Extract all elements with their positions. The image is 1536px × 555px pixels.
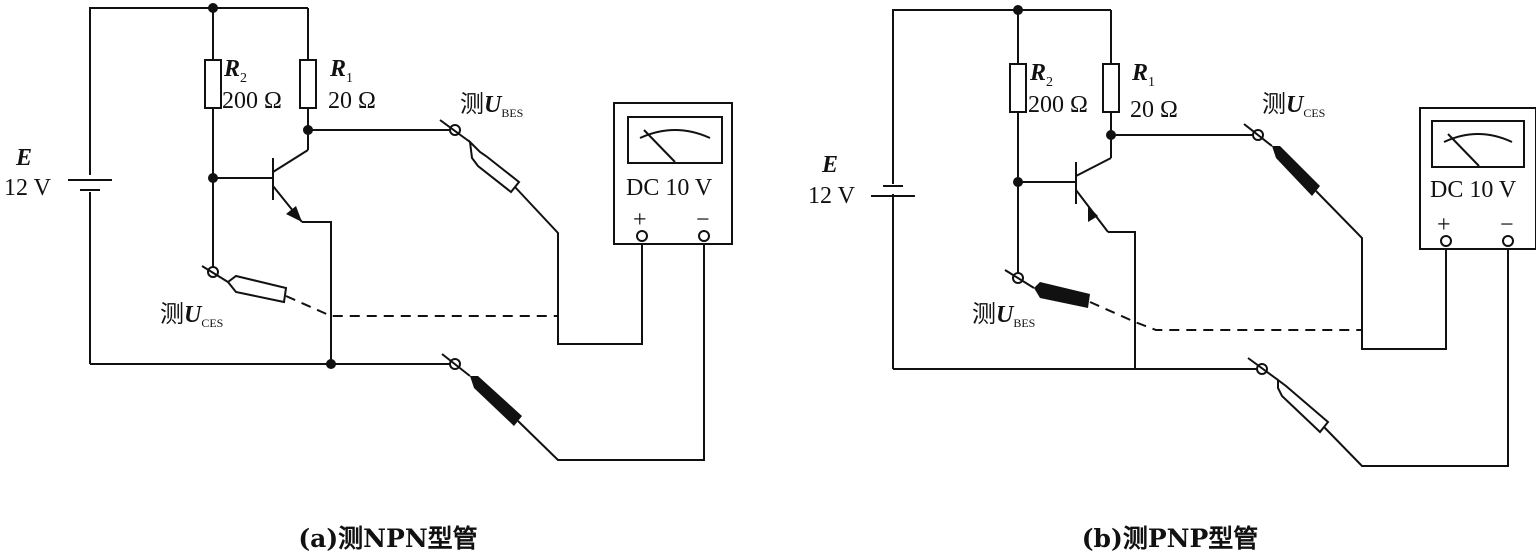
- voltmeter-needle: [1447, 133, 1480, 167]
- probe-top-label: 测UCES: [1262, 91, 1325, 120]
- source-label: E: [15, 145, 32, 171]
- voltmeter-dial: [627, 116, 723, 164]
- probe-needle: [1247, 357, 1279, 381]
- probe-lead: [514, 186, 643, 345]
- meter-terminal-plus: [636, 230, 648, 242]
- r2-value-label: 200 Ω: [222, 88, 282, 114]
- probe-lead-dashed: [1089, 301, 1362, 331]
- panel-b-pnp: E 12 V R2 200 Ω R1 20 Ω DC 10 V + − 测UCE…: [808, 5, 1536, 553]
- r1-name-label: R1: [1131, 60, 1155, 90]
- probe-body-black: [470, 376, 522, 426]
- wire-emitter-out: [1108, 231, 1136, 369]
- junction: [1013, 177, 1023, 187]
- probe-needle: [1004, 269, 1035, 289]
- junction: [1013, 5, 1023, 15]
- meter-terminal-plus: [1440, 235, 1452, 247]
- meter-range-label: DC 10 V: [626, 175, 713, 201]
- probe-needle: [439, 119, 471, 143]
- meter-range-label: DC 10 V: [1430, 177, 1517, 203]
- meter-plus-label: +: [633, 207, 647, 233]
- probe-bottom-label: 测UBES: [972, 301, 1035, 330]
- junction: [208, 173, 218, 183]
- meter-terminal-minus: [1502, 235, 1514, 247]
- voltmeter-scale-arc: [1443, 133, 1513, 143]
- probe-lead: [517, 236, 705, 461]
- panel-a-npn: E 12 V R2 200 Ω R1 20 Ω DC 10 V + − 测UBE…: [4, 3, 733, 553]
- source-label: E: [821, 152, 838, 178]
- probe-lead-dashed: [285, 295, 558, 317]
- r1-name-label: R1: [329, 56, 353, 86]
- probe-needle: [441, 353, 471, 377]
- source-value: 12 V: [808, 183, 856, 209]
- resistor-r1: [299, 59, 317, 109]
- resistor-r2: [1009, 63, 1027, 113]
- meter-plus-label: +: [1437, 212, 1451, 238]
- meter-minus-label: −: [696, 207, 710, 233]
- transistor-collector: [272, 149, 309, 173]
- junction: [326, 359, 336, 369]
- meter-terminal-minus: [698, 230, 710, 242]
- wire-emitter-out: [302, 221, 332, 364]
- probe-top-label: 测UBES: [460, 91, 523, 120]
- wire-top-rail: [892, 9, 1111, 184]
- probe-lead: [1323, 241, 1509, 467]
- r1-value-label: 20 Ω: [1130, 97, 1178, 123]
- wire-top-rail: [89, 7, 308, 175]
- voltmeter-dial: [1431, 120, 1525, 168]
- probe-bottom-label: 测UCES: [160, 301, 223, 330]
- probe-lead: [1315, 190, 1447, 350]
- probe-body-white: [226, 274, 288, 304]
- source-value: 12 V: [4, 175, 52, 201]
- resistor-r1: [1102, 63, 1120, 113]
- r2-value-label: 200 Ω: [1028, 92, 1088, 118]
- probe-body-white: [1277, 378, 1330, 434]
- emitter-arrow: [1088, 206, 1098, 222]
- meter-minus-label: −: [1500, 212, 1514, 238]
- junction: [208, 3, 218, 13]
- caption-a: (a)测NPN型管: [298, 524, 477, 553]
- voltmeter-scale-arc: [639, 129, 711, 139]
- probe-body-black: [1272, 146, 1320, 196]
- probe-needle: [201, 265, 229, 283]
- resistor-r2: [204, 59, 222, 109]
- junction: [303, 125, 313, 135]
- r1-value-label: 20 Ω: [328, 88, 376, 114]
- r2-name-label: R2: [223, 56, 247, 86]
- caption-b: (b)测PNP型管: [1082, 524, 1259, 553]
- probe-body-black: [1034, 282, 1090, 308]
- probe-body-white: [468, 139, 521, 194]
- transistor-collector: [1075, 157, 1112, 177]
- probe-needle: [1243, 123, 1273, 147]
- voltmeter-needle: [643, 129, 676, 163]
- emitter-arrow: [286, 206, 302, 222]
- junction: [1106, 130, 1116, 140]
- r2-name-label: R2: [1029, 60, 1053, 90]
